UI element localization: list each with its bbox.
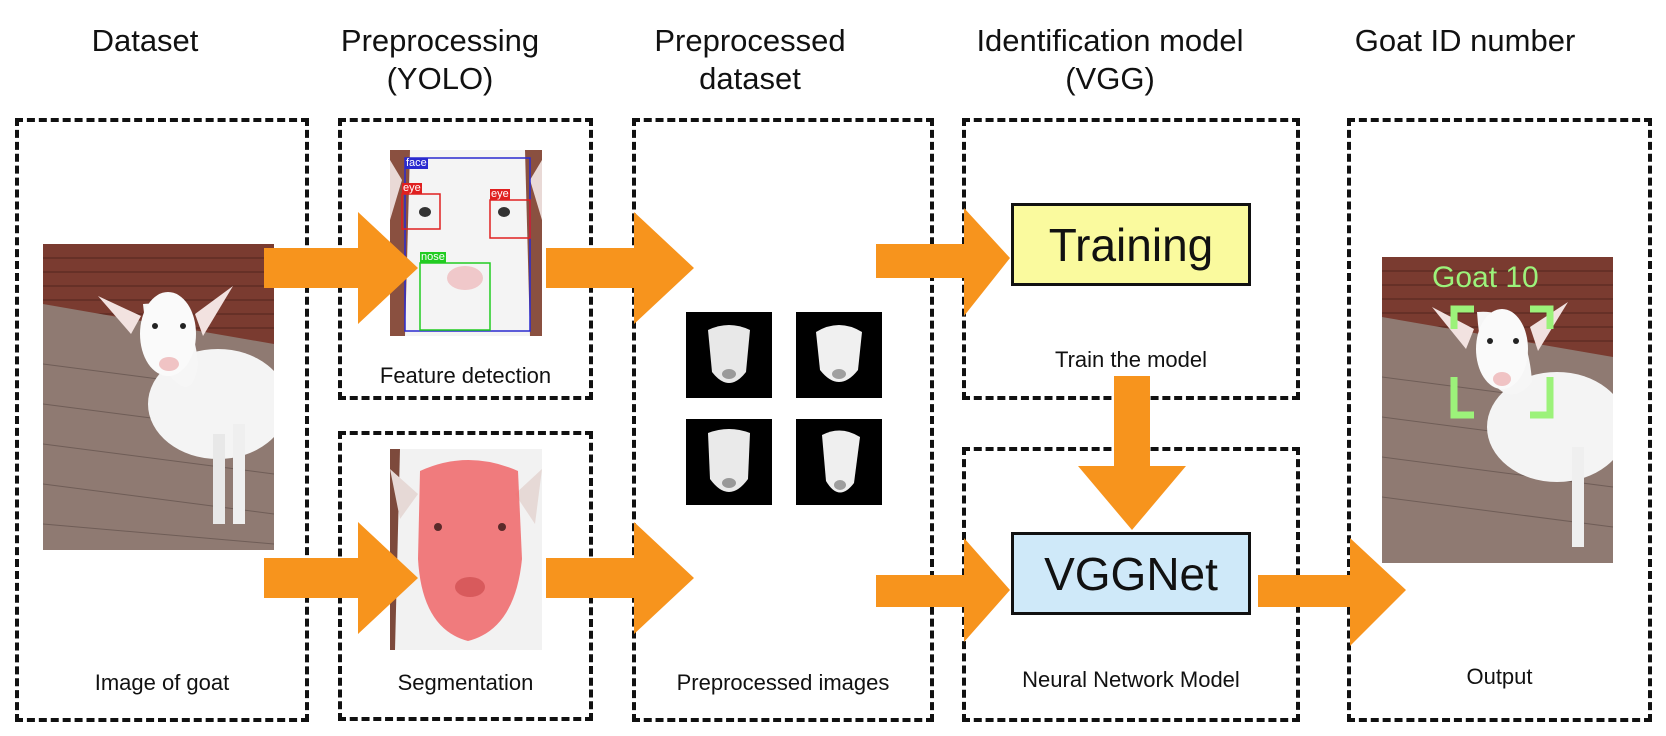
nose-label: nose <box>420 251 446 263</box>
column-title-preprocessing: Preprocessing (YOLO) <box>340 23 540 96</box>
preprocessed-image-1 <box>686 312 772 398</box>
preprocessed-dataset-box <box>632 118 934 722</box>
column-title-dataset: Dataset <box>91 23 199 58</box>
preprocessed-images-caption: Preprocessed images <box>676 670 890 695</box>
column-title-preprocessed-dataset: Preprocessed dataset <box>654 23 846 96</box>
preprocessed-image-2 <box>796 312 882 398</box>
column-title-identification-model: Identification model (VGG) <box>976 23 1244 96</box>
output-goat-photo: Goat 10 <box>1382 257 1613 563</box>
preprocessed-image-4 <box>796 419 882 505</box>
column-title-goat-id: Goat ID number <box>1354 23 1576 58</box>
train-the-model-caption: Train the model <box>1054 347 1208 372</box>
output-caption: Output <box>1466 664 1533 689</box>
preprocessed-image-3 <box>686 419 772 505</box>
segmentation-photo <box>390 449 542 650</box>
image-of-goat-caption: Image of goat <box>94 670 230 695</box>
goat-photo <box>43 244 274 550</box>
face-label: face <box>405 157 428 169</box>
eye-label-right: eye <box>490 188 510 200</box>
vggnet-model: VGGNet <box>1011 532 1251 615</box>
training-model: Training <box>1011 203 1251 286</box>
segmentation-caption: Segmentation <box>397 670 534 695</box>
feature-detection-caption: Feature detection <box>379 363 552 388</box>
goat-id-label: Goat 10 <box>1432 261 1539 294</box>
dataset-box <box>15 118 309 722</box>
feature-detection-photo: face eye eye nose <box>390 150 542 336</box>
eye-label-left: eye <box>402 182 422 194</box>
neural-network-model-caption: Neural Network Model <box>1022 667 1240 692</box>
output-box <box>1347 118 1652 722</box>
